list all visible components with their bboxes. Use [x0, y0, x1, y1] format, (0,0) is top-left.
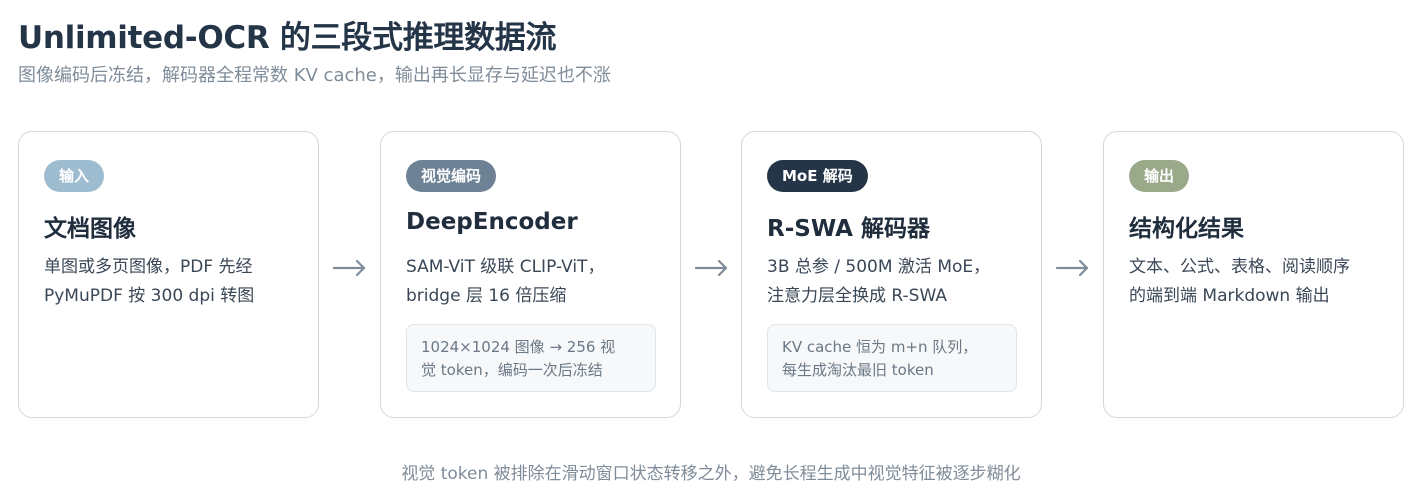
stage-card-visual-encoding: 视觉编码 DeepEncoder SAM-ViT 级联 CLIP-ViT， br…	[380, 131, 681, 418]
stage-description-line: 单图或多页图像，PDF 先经	[44, 257, 253, 277]
stage-note-line: 1024×1024 图像 → 256 视	[421, 338, 616, 356]
right-arrow-icon	[1055, 259, 1089, 277]
stage-title: 文档图像	[44, 216, 136, 242]
footer-note: 视觉 token 被排除在滑动窗口状态转移之外，避免长程生成中视觉特征被逐步糊化	[401, 464, 1021, 484]
right-arrow-icon	[694, 259, 728, 277]
stage-description: SAM-ViT 级联 CLIP-ViT， bridge 层 16 倍压缩	[406, 253, 668, 311]
stage-badge: 输入	[44, 160, 105, 192]
stage-card-output: 输出 结构化结果 文本、公式、表格、阅读顺序 的端到端 Markdown 输出	[1103, 131, 1404, 418]
stage-description-line: bridge 层 16 倍压缩	[406, 286, 567, 306]
stage-description-line: 文本、公式、表格、阅读顺序	[1129, 257, 1350, 277]
stage-title: 结构化结果	[1129, 216, 1244, 242]
page-subtitle: 图像编码后冻结，解码器全程常数 KV cache，输出再长显存与延迟也不涨	[18, 65, 611, 86]
stage-note: 1024×1024 图像 → 256 视 觉 token，编码一次后冻结	[406, 324, 656, 392]
page-title: Unlimited-OCR 的三段式推理数据流	[18, 20, 557, 56]
stage-badge: MoE 解码	[767, 160, 868, 192]
stage-title: R-SWA 解码器	[767, 216, 930, 242]
stage-description: 3B 总参 / 500M 激活 MoE， 注意力层全换成 R-SWA	[767, 253, 1029, 311]
stage-card-input: 输入 文档图像 单图或多页图像，PDF 先经 PyMuPDF 按 300 dpi…	[18, 131, 319, 418]
stage-description-line: SAM-ViT 级联 CLIP-ViT，	[406, 257, 605, 277]
stage-description-line: 3B 总参 / 500M 激活 MoE，	[767, 257, 991, 277]
stage-description-line: 注意力层全换成 R-SWA	[767, 286, 947, 306]
stage-badge: 输出	[1129, 160, 1190, 192]
stage-note: KV cache 恒为 m+n 队列， 每生成淘汰最旧 token	[767, 324, 1017, 392]
stage-description: 文本、公式、表格、阅读顺序 的端到端 Markdown 输出	[1129, 253, 1391, 311]
right-arrow-icon	[332, 259, 366, 277]
stage-description-line: 的端到端 Markdown 输出	[1129, 286, 1330, 306]
stage-title: DeepEncoder	[406, 209, 578, 235]
stage-note-line: 每生成淘汰最旧 token	[782, 361, 934, 379]
stage-description: 单图或多页图像，PDF 先经 PyMuPDF 按 300 dpi 转图	[44, 253, 306, 311]
stage-card-moe-decoding: MoE 解码 R-SWA 解码器 3B 总参 / 500M 激活 MoE， 注意…	[741, 131, 1042, 418]
stage-description-line: PyMuPDF 按 300 dpi 转图	[44, 286, 255, 306]
stage-note-line: 觉 token，编码一次后冻结	[421, 361, 603, 379]
stage-note-line: KV cache 恒为 m+n 队列，	[782, 338, 978, 356]
stage-badge: 视觉编码	[406, 160, 497, 192]
